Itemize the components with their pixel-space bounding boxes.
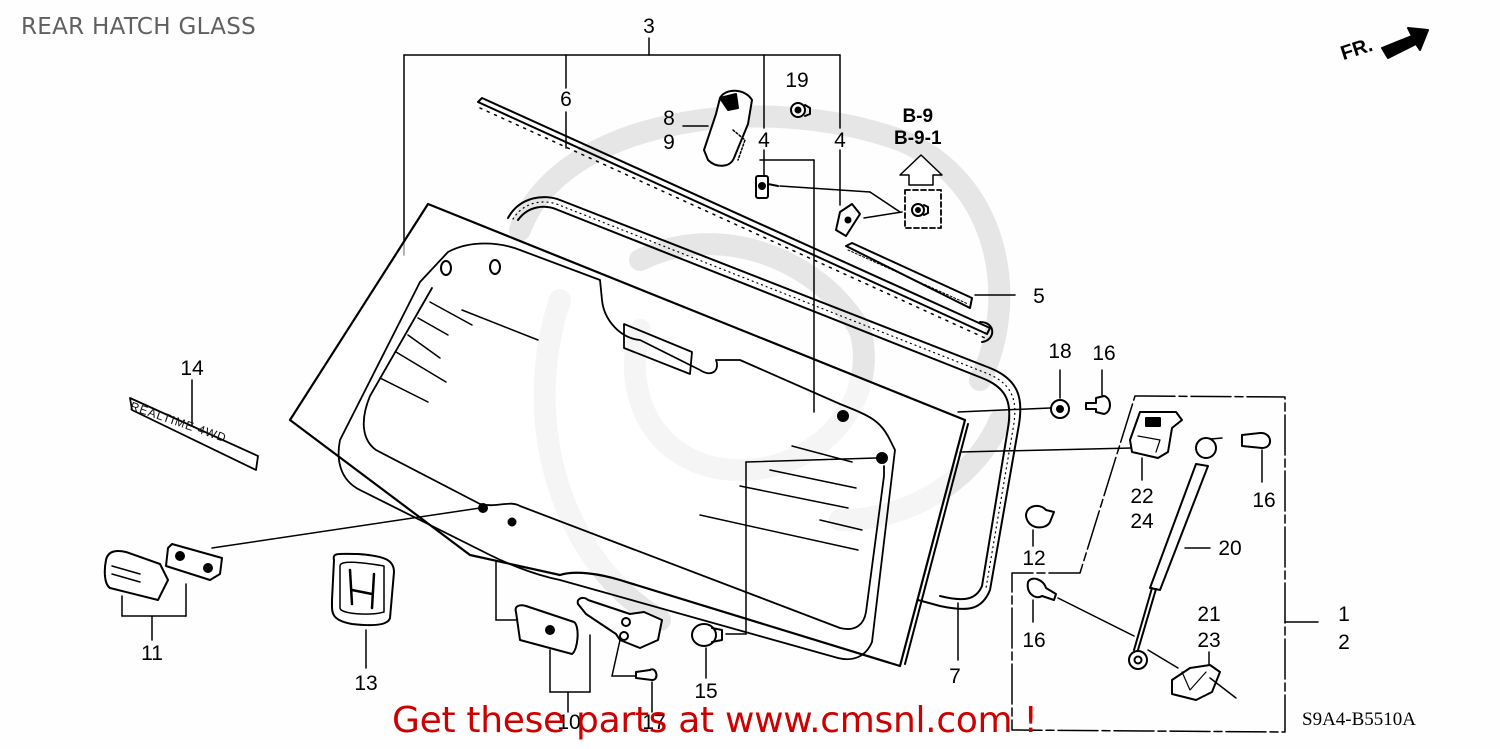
part-13-logo [330,552,395,669]
page-title: REAR HATCH GLASS [21,14,257,40]
callout-8[interactable]: 8 [663,107,675,130]
part-14-emblem [129,379,259,471]
part-6-molding [477,97,994,343]
part-4-clips [755,149,903,413]
part-16-bolts [1026,395,1271,623]
part-15-cap [691,457,877,679]
part-19-grommet [790,102,811,118]
callout-20[interactable]: 20 [1218,537,1242,560]
callout-11[interactable]: 11 [141,642,163,665]
callout-21[interactable]: 21 [1197,603,1221,626]
part-3-glass [288,202,969,668]
reference-line2: B-9-1 [894,128,942,149]
callout-22[interactable]: 22 [1130,485,1154,508]
part-8-9-cover [682,89,753,167]
part-7-seal [507,196,1022,661]
callout-4-right[interactable]: 4 [834,129,846,152]
callout-16-right[interactable]: 16 [1252,489,1276,512]
leaders-right [957,369,1133,453]
callout-5[interactable]: 5 [1033,285,1045,308]
callout-16-bottom[interactable]: 16 [1022,629,1046,652]
diagram-code: S9A4-B5510A [1302,709,1417,730]
callout-24[interactable]: 24 [1130,510,1154,533]
callout-4-left[interactable]: 4 [758,129,770,152]
callout-6[interactable]: 6 [560,88,572,111]
callout-16-top[interactable]: 16 [1092,342,1116,365]
part-17-screw [611,639,658,713]
callout-18[interactable]: 18 [1048,340,1072,363]
callout-13[interactable]: 13 [354,672,378,695]
callout-3[interactable]: 3 [643,15,655,38]
reference-arrow [899,154,943,229]
part-18-washer [1050,399,1070,419]
reference-line1: B-9 [902,106,934,127]
callout-10[interactable]: 10 [557,711,581,734]
bracket-1-2 [1011,395,1319,733]
callout-1[interactable]: 1 [1338,603,1350,626]
callout-15[interactable]: 15 [694,680,718,703]
front-arrow-icon [1381,27,1429,59]
callout-2[interactable]: 2 [1338,631,1350,654]
promo-link[interactable]: Get these parts at www.cmsnl.com ! [392,700,1038,741]
bracket-3 [403,37,841,256]
callout-14[interactable]: 14 [180,357,204,380]
callout-19[interactable]: 19 [785,69,809,92]
part-21-23-bracket [1057,597,1237,701]
callout-9[interactable]: 9 [663,131,675,154]
part-20-strut [1128,437,1217,670]
reference-label: B-9 B-9-1 [894,106,942,150]
part-11-light [103,507,481,641]
callout-23[interactable]: 23 [1197,629,1221,652]
callout-12[interactable]: 12 [1022,547,1046,570]
part-5-molding [845,242,1016,309]
callout-17[interactable]: 17 [642,711,666,734]
part-10-hinges [495,561,663,713]
callout-7[interactable]: 7 [949,665,961,688]
part-12-clip [1025,504,1055,547]
